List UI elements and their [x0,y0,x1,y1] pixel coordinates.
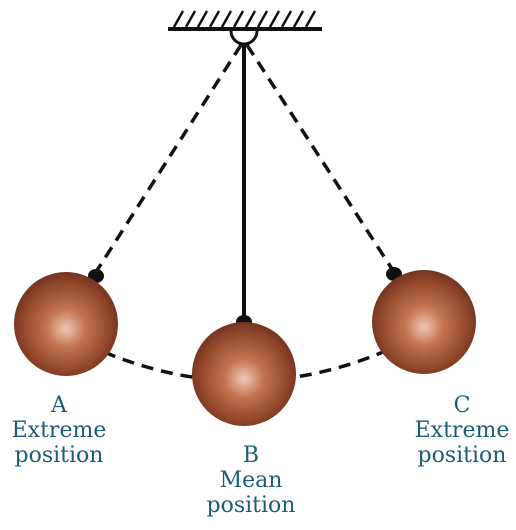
label-b-line2: position [206,493,296,518]
label-c-line2: position [417,443,507,468]
label-b-letter: B [242,443,260,468]
label-a-line1: Extreme [11,418,107,443]
pivot-hook [229,30,259,46]
label-b-line1: Mean [219,468,283,493]
label-b: B Mean position [186,443,316,518]
label-c-letter: C [453,393,471,418]
label-a-letter: A [51,393,67,418]
bob-c [372,267,476,374]
string-to-a [94,44,243,273]
bob-a [14,269,118,376]
ceiling-support [168,10,322,31]
label-a: A Extreme position [0,393,124,468]
label-c-line1: Extreme [414,418,510,443]
bob-b [192,315,296,426]
label-c: C Extreme position [397,393,516,468]
string-to-c [245,44,396,273]
label-a-line2: position [14,443,104,468]
